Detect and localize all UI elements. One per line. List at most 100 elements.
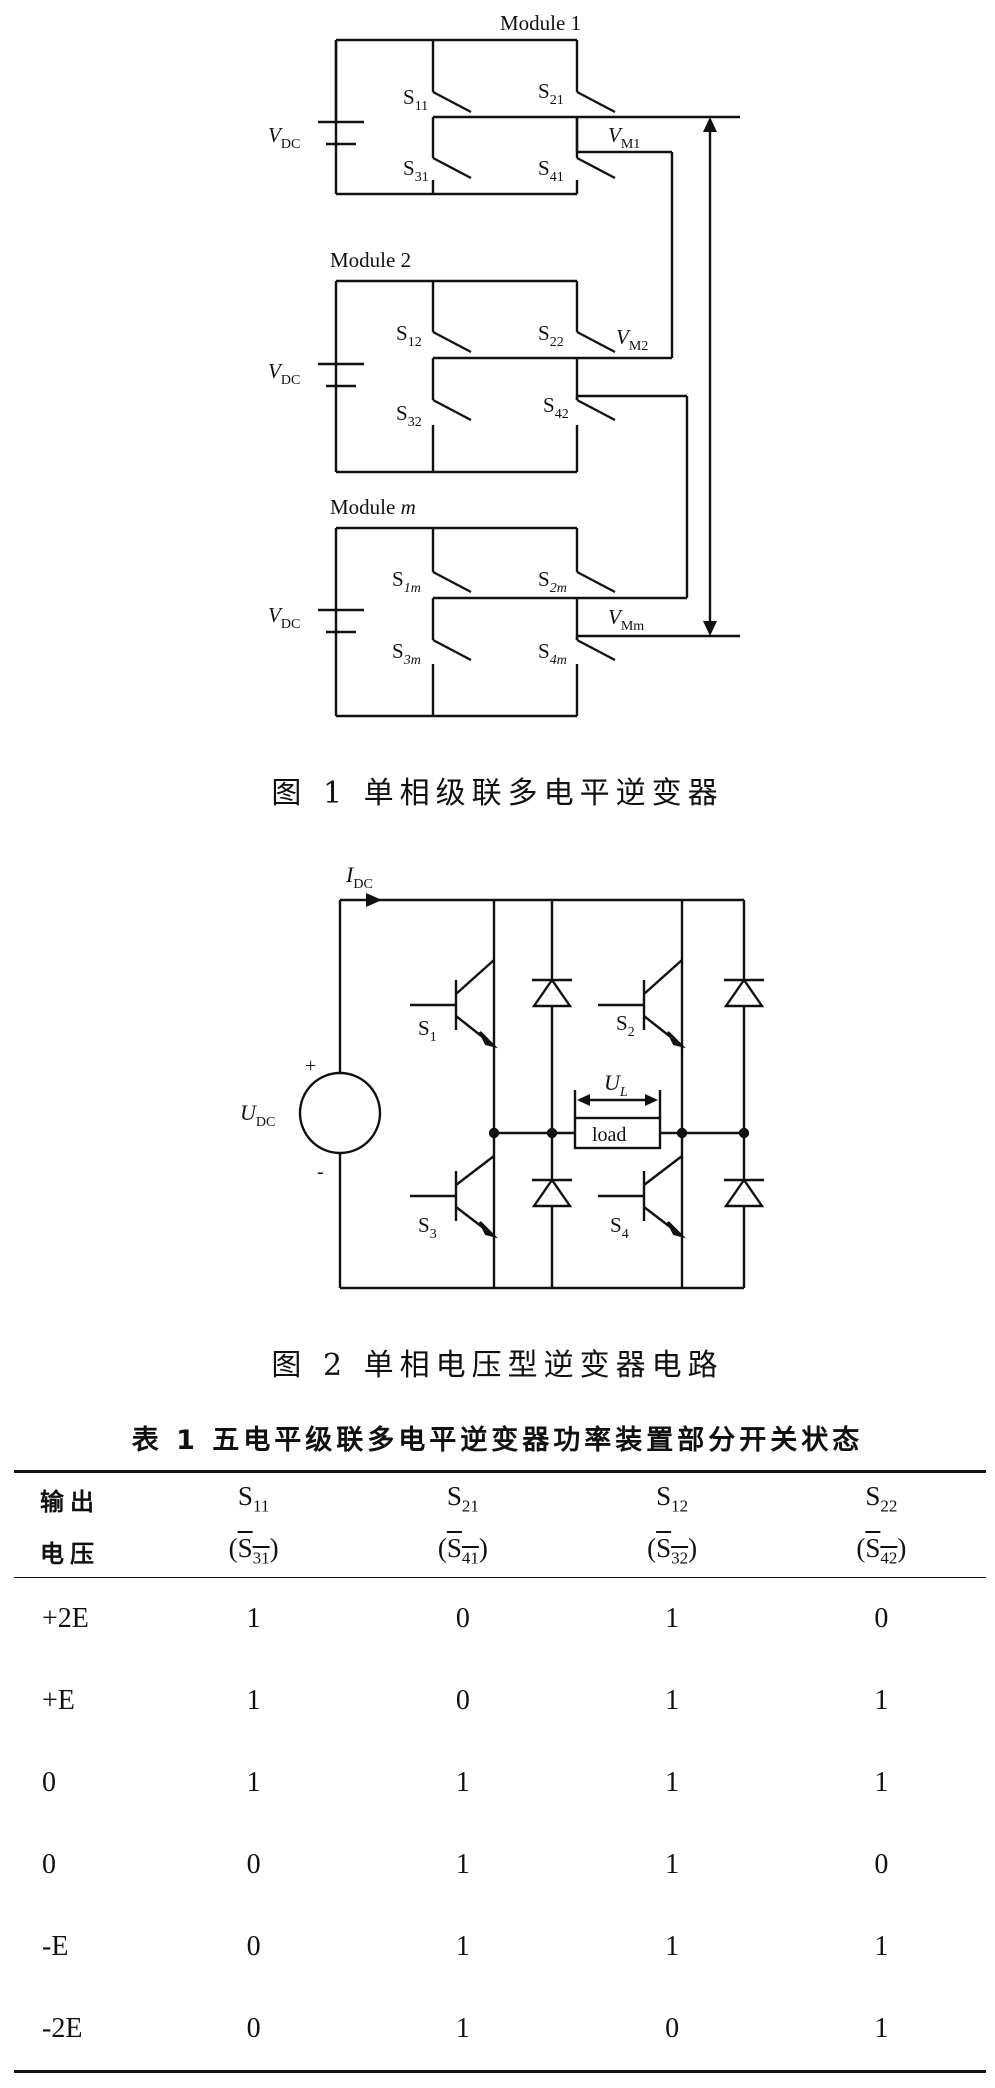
header-cell: S11 [237, 1481, 270, 1516]
table-cell: 0 [874, 1849, 889, 1880]
output-voltage-cell: 0 [42, 1767, 56, 1798]
s3-label: S3 [418, 1213, 437, 1242]
load-label: load [592, 1124, 626, 1146]
table-cell: 1 [246, 1767, 261, 1798]
load-box [573, 1116, 662, 1150]
diode-2-icon [723, 977, 765, 1008]
s4-label: S4 [610, 1213, 629, 1242]
switch-s41-label: S41 [538, 156, 564, 185]
vdc-label-2: VDC [268, 359, 300, 388]
udc-label: UDC [240, 1100, 275, 1130]
switch-s4m-label: S4m [538, 639, 567, 668]
table-cell: 0 [665, 2013, 680, 2044]
table-cell: 1 [665, 1603, 680, 1634]
table-cell: 1 [874, 1767, 889, 1798]
minus-sign: - [317, 1161, 324, 1183]
table-cell: 1 [665, 1685, 680, 1716]
switch-s42-label: S42 [543, 393, 569, 422]
vdc-label-m: VDC [268, 603, 300, 632]
table-row: +2E 1 0 1 0 [14, 1578, 986, 1661]
module-m: Module m VDC S1m S2m S3m S4m VMm [268, 495, 740, 718]
table-cell: 1 [455, 2013, 470, 2044]
table-row: 0 1 1 1 1 [14, 1742, 986, 1824]
table-header-row-1: 输出 S11 S21 S12 S22 [14, 1471, 986, 1526]
output-voltage-cell: -2E [42, 2013, 83, 2044]
output-voltage-arrow [703, 117, 717, 636]
switch-s12-label: S12 [396, 321, 422, 350]
module-1: Module 1 VDC S11 S21 S31 S41 VM1 [268, 11, 740, 358]
figure1-circuit: Module 1 VDC S11 S21 S31 S41 VM1 Module … [268, 11, 740, 718]
table-header-row-2: 电压 (S31) (S41) (S32) (S42) [14, 1525, 986, 1578]
header-cell: (S31) [228, 1533, 279, 1568]
header-cell: (S32) [647, 1533, 698, 1568]
table1-title: 表 1 五电平级联多电平逆变器功率装置部分开关状态 [131, 1425, 864, 1456]
table-cell: 1 [665, 1931, 680, 1962]
module-2: Module 2 VDC S12 S22 S32 S42 VM2 [268, 248, 689, 598]
switch-s21-label: S21 [538, 79, 564, 108]
table-cell: 1 [874, 1931, 889, 1962]
header-cell: S22 [865, 1481, 898, 1516]
ul-arrow-icon [573, 1090, 662, 1118]
module1-label: Module 1 [500, 11, 581, 35]
table-row: 0 0 1 1 0 [14, 1824, 986, 1906]
switch-s32-label: S32 [396, 401, 422, 430]
voltage-source-icon [298, 1071, 382, 1155]
transistor-s3-icon [410, 1155, 498, 1239]
figure2-circuit: IDC + - UDC S1 S3 S2 S4 [240, 862, 765, 1290]
vm1-label: VM1 [608, 123, 640, 152]
table-cell: 1 [246, 1603, 261, 1634]
table-cell: 1 [455, 1931, 470, 1962]
header-cell: (S41) [437, 1533, 488, 1568]
table-cell: 0 [874, 1603, 889, 1634]
header-cell: (S42) [856, 1533, 907, 1568]
header-cell: S12 [656, 1481, 689, 1516]
vmm-label: VMm [608, 605, 644, 634]
switch-s1m-label: S1m [392, 567, 421, 596]
transistor-s2-icon [598, 959, 686, 1049]
switch-s11-label: S11 [403, 85, 428, 114]
table-cell: 1 [246, 1685, 261, 1716]
header-cell: S21 [446, 1481, 479, 1516]
figure1-caption: 图 1 单相级联多电平逆变器 [271, 776, 724, 811]
plus-sign: + [305, 1055, 316, 1077]
diode-4-icon [723, 1177, 765, 1208]
table-cell: 0 [455, 1603, 470, 1634]
table1: 输出 S11 S21 S12 S22 电压 (S31) (S41) (S32) … [14, 1470, 986, 2073]
s1-label: S1 [418, 1016, 437, 1045]
idc-label: IDC [345, 862, 373, 892]
table-cell: 1 [874, 1685, 889, 1716]
diode-1-icon [531, 977, 573, 1008]
vm2-label: VM2 [616, 325, 648, 354]
table-cell: 0 [246, 1849, 261, 1880]
switch-s2m-label: S2m [538, 567, 567, 596]
table-cell: 0 [246, 2013, 261, 2044]
transistor-s1-icon [410, 959, 498, 1049]
table-cell: 1 [874, 2013, 889, 2044]
table-cell: 0 [455, 1685, 470, 1716]
output-voltage-cell: 0 [42, 1849, 56, 1880]
diode-3-icon [531, 1177, 573, 1208]
output-voltage-cell: -E [42, 1931, 69, 1962]
table-row: +E 1 0 1 1 [14, 1660, 986, 1742]
output-voltage-cell: +E [42, 1685, 75, 1716]
switch-s22-label: S22 [538, 321, 564, 350]
table-cell: 1 [665, 1767, 680, 1798]
ul-label: UL [604, 1070, 628, 1100]
figure2-caption: 图 2 单相电压型逆变器电路 [271, 1348, 724, 1383]
modulem-label: Module m [330, 495, 416, 519]
s2-label: S2 [616, 1011, 635, 1040]
table-row: -2E 0 1 0 1 [14, 1988, 986, 2072]
switch-s3m-label: S3m [392, 639, 421, 668]
switch-s31-label: S31 [403, 156, 429, 185]
table-cell: 1 [455, 1767, 470, 1798]
table-cell: 1 [665, 1849, 680, 1880]
header-cell: 电压 [40, 1538, 100, 1568]
module2-label: Module 2 [330, 248, 411, 272]
vdc-label-1: VDC [268, 123, 300, 152]
table-cell: 0 [246, 1931, 261, 1962]
output-voltage-cell: +2E [42, 1603, 89, 1634]
table-row: -E 0 1 1 1 [14, 1906, 986, 1988]
header-cell: 输出 [40, 1486, 100, 1516]
idc-arrow-icon [366, 893, 382, 907]
table-cell: 1 [455, 1849, 470, 1880]
